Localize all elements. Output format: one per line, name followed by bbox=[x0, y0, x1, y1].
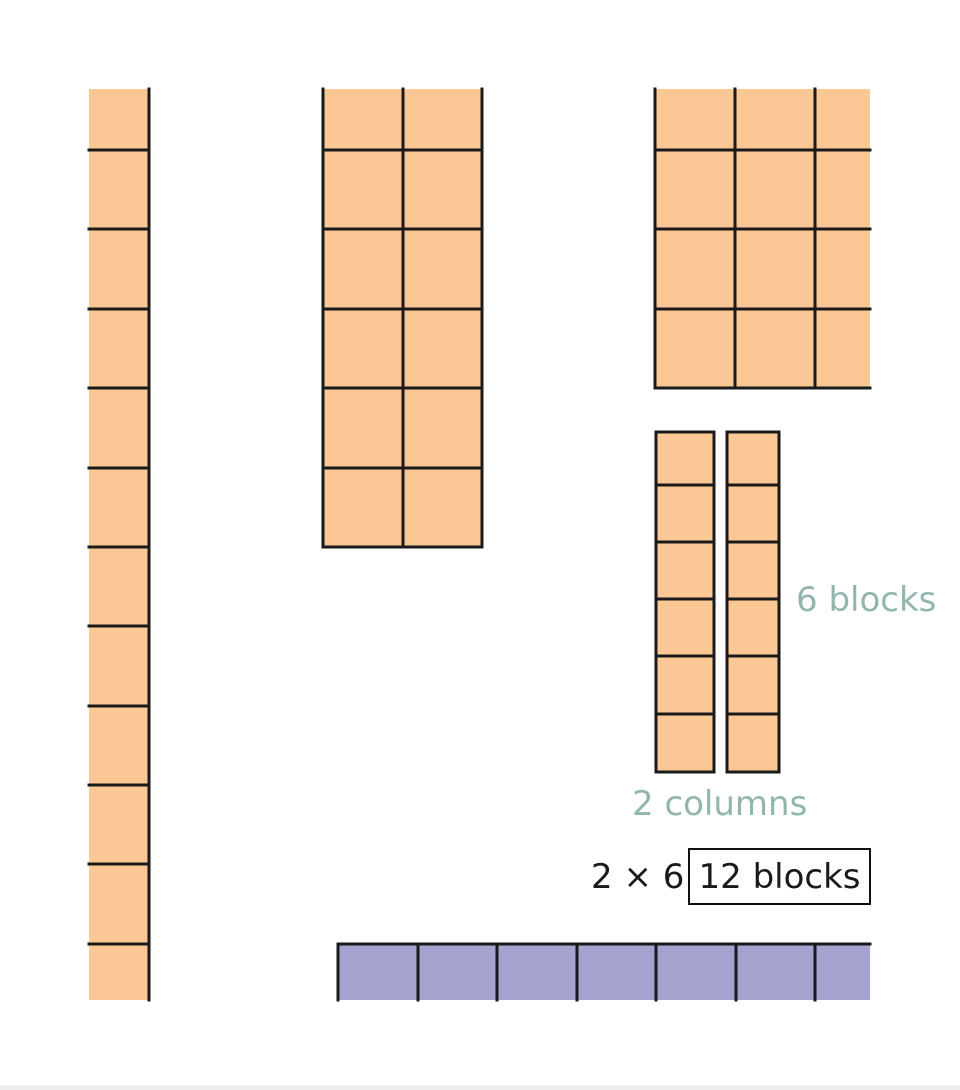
block-cell bbox=[89, 706, 149, 785]
block-cell bbox=[815, 309, 870, 388]
block-cell bbox=[735, 309, 815, 388]
block-cell bbox=[656, 485, 714, 542]
block-cell bbox=[656, 656, 714, 714]
block-cell bbox=[727, 432, 779, 485]
multiplication-expression: 2 × 6 bbox=[591, 857, 685, 897]
two-separated-block-columns bbox=[654, 430, 781, 774]
block-cell bbox=[89, 944, 149, 1000]
block-cell bbox=[89, 547, 149, 626]
block-cell bbox=[323, 468, 403, 547]
result-box: 12 blocks bbox=[688, 848, 871, 905]
block-cell bbox=[403, 229, 482, 309]
block-cell bbox=[323, 388, 403, 468]
bottom-divider bbox=[0, 1085, 960, 1090]
block-cell bbox=[655, 229, 735, 309]
block-cell bbox=[727, 656, 779, 714]
block-cell bbox=[656, 432, 714, 485]
block-cell bbox=[323, 89, 403, 150]
block-cell bbox=[323, 309, 403, 388]
block-cell bbox=[403, 309, 482, 388]
single-column-of-12-blocks bbox=[87, 87, 151, 1002]
block-cell bbox=[655, 89, 735, 150]
block-cell bbox=[323, 229, 403, 309]
block-cell bbox=[655, 309, 735, 388]
block-cell bbox=[736, 944, 815, 1000]
block-cell bbox=[815, 229, 870, 309]
block-cell bbox=[735, 150, 815, 229]
block-cell bbox=[727, 599, 779, 656]
block-cell bbox=[323, 150, 403, 229]
block-cell bbox=[735, 229, 815, 309]
block-cell bbox=[655, 150, 735, 229]
block-cell bbox=[656, 944, 736, 1000]
block-cell bbox=[403, 468, 482, 547]
rows-label: 6 blocks bbox=[796, 580, 937, 620]
block-cell bbox=[338, 944, 418, 1000]
block-cell bbox=[418, 944, 497, 1000]
block-cell bbox=[89, 468, 149, 547]
block-cell bbox=[815, 150, 870, 229]
block-cell bbox=[89, 229, 149, 309]
block-cell bbox=[727, 485, 779, 542]
block-cell bbox=[403, 89, 482, 150]
block-cell bbox=[497, 944, 577, 1000]
partial-three-column-block-grid bbox=[653, 87, 872, 390]
purple-block-strip bbox=[336, 942, 872, 1002]
block-cell bbox=[403, 388, 482, 468]
block-cell bbox=[403, 150, 482, 229]
columns-label: 2 columns bbox=[632, 784, 808, 824]
block-cell bbox=[89, 388, 149, 468]
block-cell bbox=[656, 714, 714, 772]
block-cell bbox=[89, 785, 149, 864]
two-by-six-block-array bbox=[321, 87, 484, 549]
block-cell bbox=[727, 714, 779, 772]
block-cell bbox=[656, 599, 714, 656]
block-cell bbox=[727, 542, 779, 599]
block-cell bbox=[815, 89, 870, 150]
block-cell bbox=[735, 89, 815, 150]
block-cell bbox=[89, 309, 149, 388]
block-cell bbox=[89, 864, 149, 944]
block-cell bbox=[656, 542, 714, 599]
block-cell bbox=[89, 89, 149, 150]
block-cell bbox=[815, 944, 870, 1000]
block-cell bbox=[89, 150, 149, 229]
block-cell bbox=[89, 626, 149, 706]
block-cell bbox=[577, 944, 656, 1000]
result-label: 12 blocks bbox=[698, 856, 861, 897]
